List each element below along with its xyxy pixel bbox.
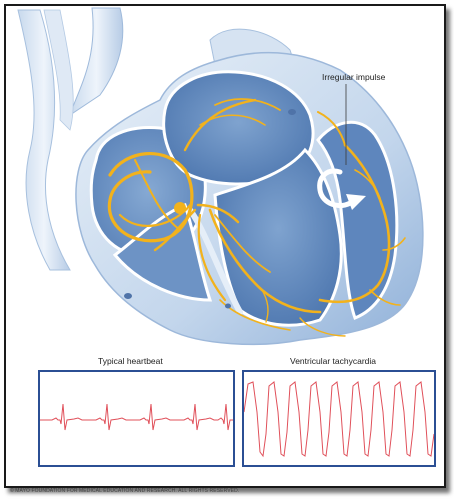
ventricular-tachycardia-trace (244, 372, 434, 465)
copyright-notice: © MAYO FOUNDATION FOR MEDICAL EDUCATION … (10, 488, 239, 494)
typical-heartbeat-ecg-panel (38, 370, 235, 467)
typical-heartbeat-trace (40, 372, 233, 465)
typical-heartbeat-title: Typical heartbeat (98, 356, 163, 366)
ventricular-tachycardia-title: Ventricular tachycardia (290, 356, 376, 366)
irregular-impulse-label: Irregular impulse (322, 72, 385, 82)
ventricular-tachycardia-ecg-panel (242, 370, 436, 467)
